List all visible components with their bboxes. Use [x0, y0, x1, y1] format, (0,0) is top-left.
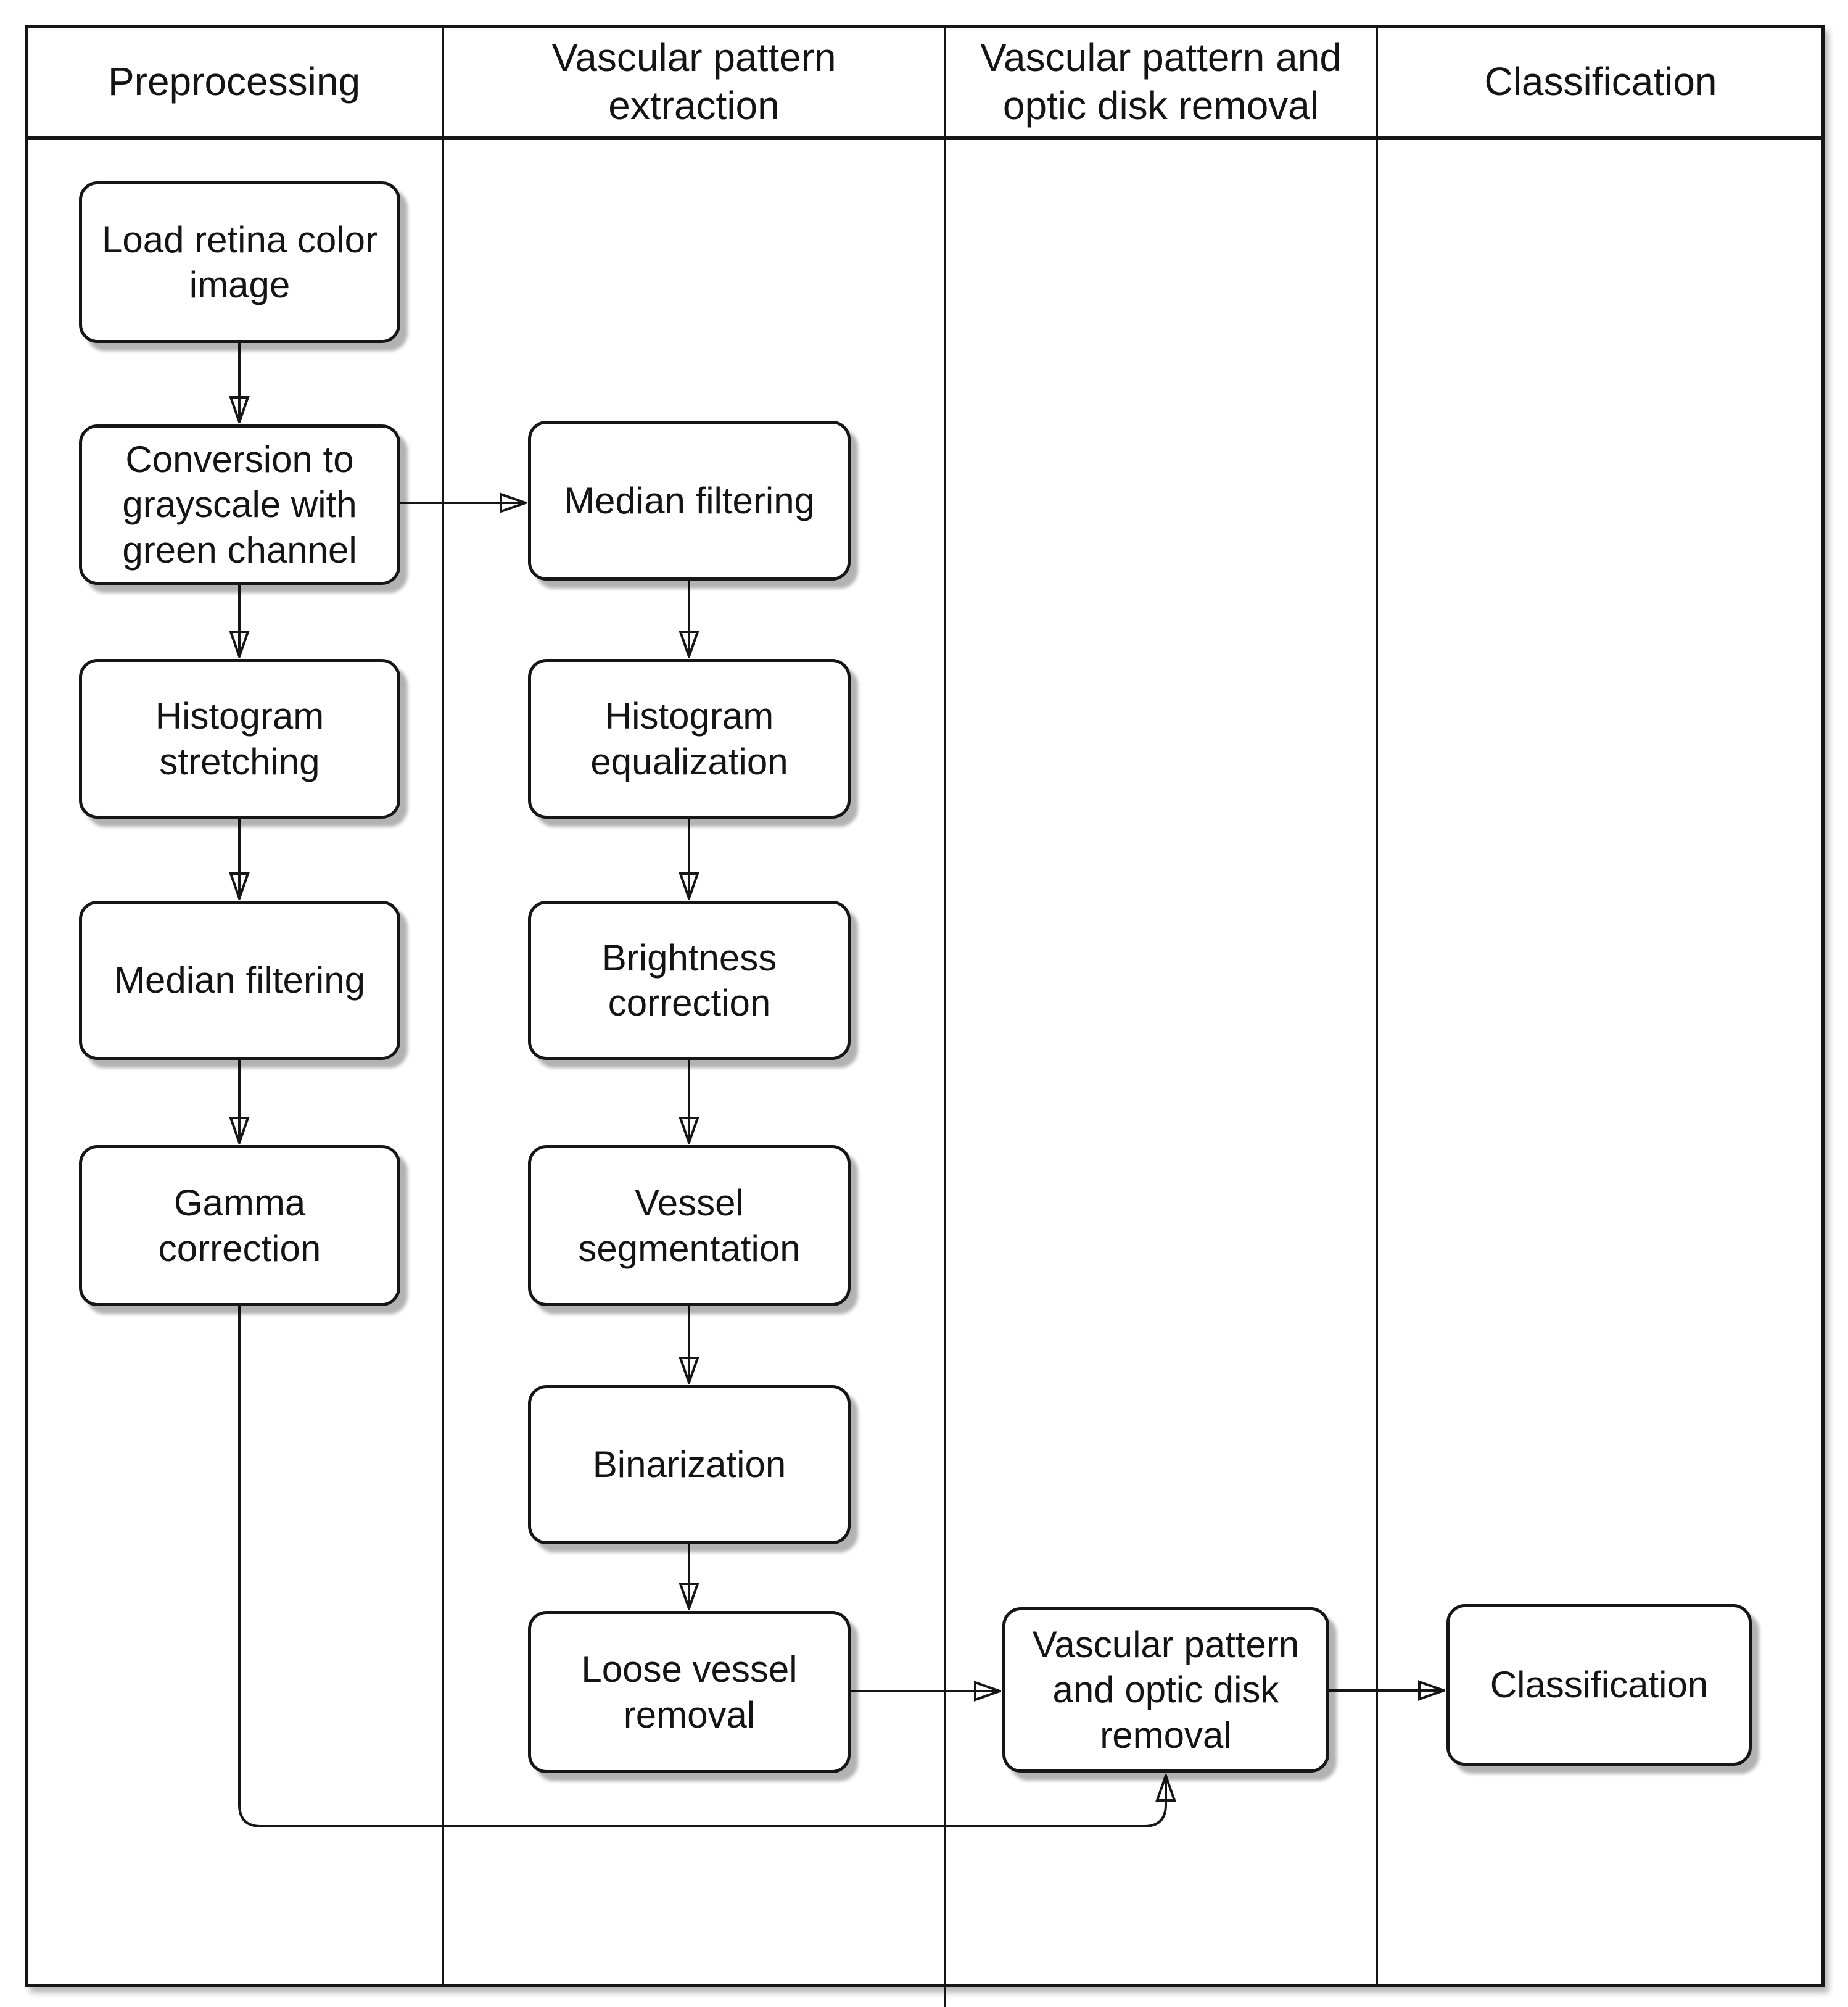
header-separator-line: [25, 136, 1825, 140]
lane-divider-2: [944, 25, 946, 2007]
node-histogram-stretching: Histogram stretching: [79, 659, 400, 819]
lane-header-preprocessing: Preprocessing: [107, 59, 361, 104]
node-vessel-segmentation: Vessel segmentation: [528, 1145, 851, 1306]
lane-header-vascular-disk-removal: Vascular pattern and optic disk removal: [980, 35, 1342, 128]
lane-divider-3: [1376, 25, 1378, 1987]
node-vascular-pattern-optic-disk-removal: Vascular pattern and optic disk removal: [1002, 1607, 1329, 1773]
node-binarization: Binarization: [528, 1385, 851, 1544]
node-median-filtering-pre: Median filtering: [79, 901, 400, 1060]
lane-header-vascular-extraction: Vascular pattern extraction: [551, 35, 836, 128]
node-loose-vessel-removal: Loose vessel removal: [528, 1611, 851, 1773]
node-histogram-equalization: Histogram equalization: [528, 659, 851, 819]
node-load-retina-color-image: Load retina color image: [79, 181, 400, 343]
lane-divider-1: [442, 25, 444, 1987]
node-median-filtering-extract: Median filtering: [528, 421, 851, 581]
swimlane-frame: [25, 25, 1825, 1987]
node-classification: Classification: [1446, 1604, 1752, 1766]
node-conversion-to-grayscale: Conversion to grayscale with green chann…: [79, 424, 400, 585]
node-brightness-correction: Brightness correction: [528, 901, 851, 1060]
node-gamma-correction: Gamma correction: [79, 1145, 400, 1306]
lane-header-classification: Classification: [1484, 59, 1717, 104]
